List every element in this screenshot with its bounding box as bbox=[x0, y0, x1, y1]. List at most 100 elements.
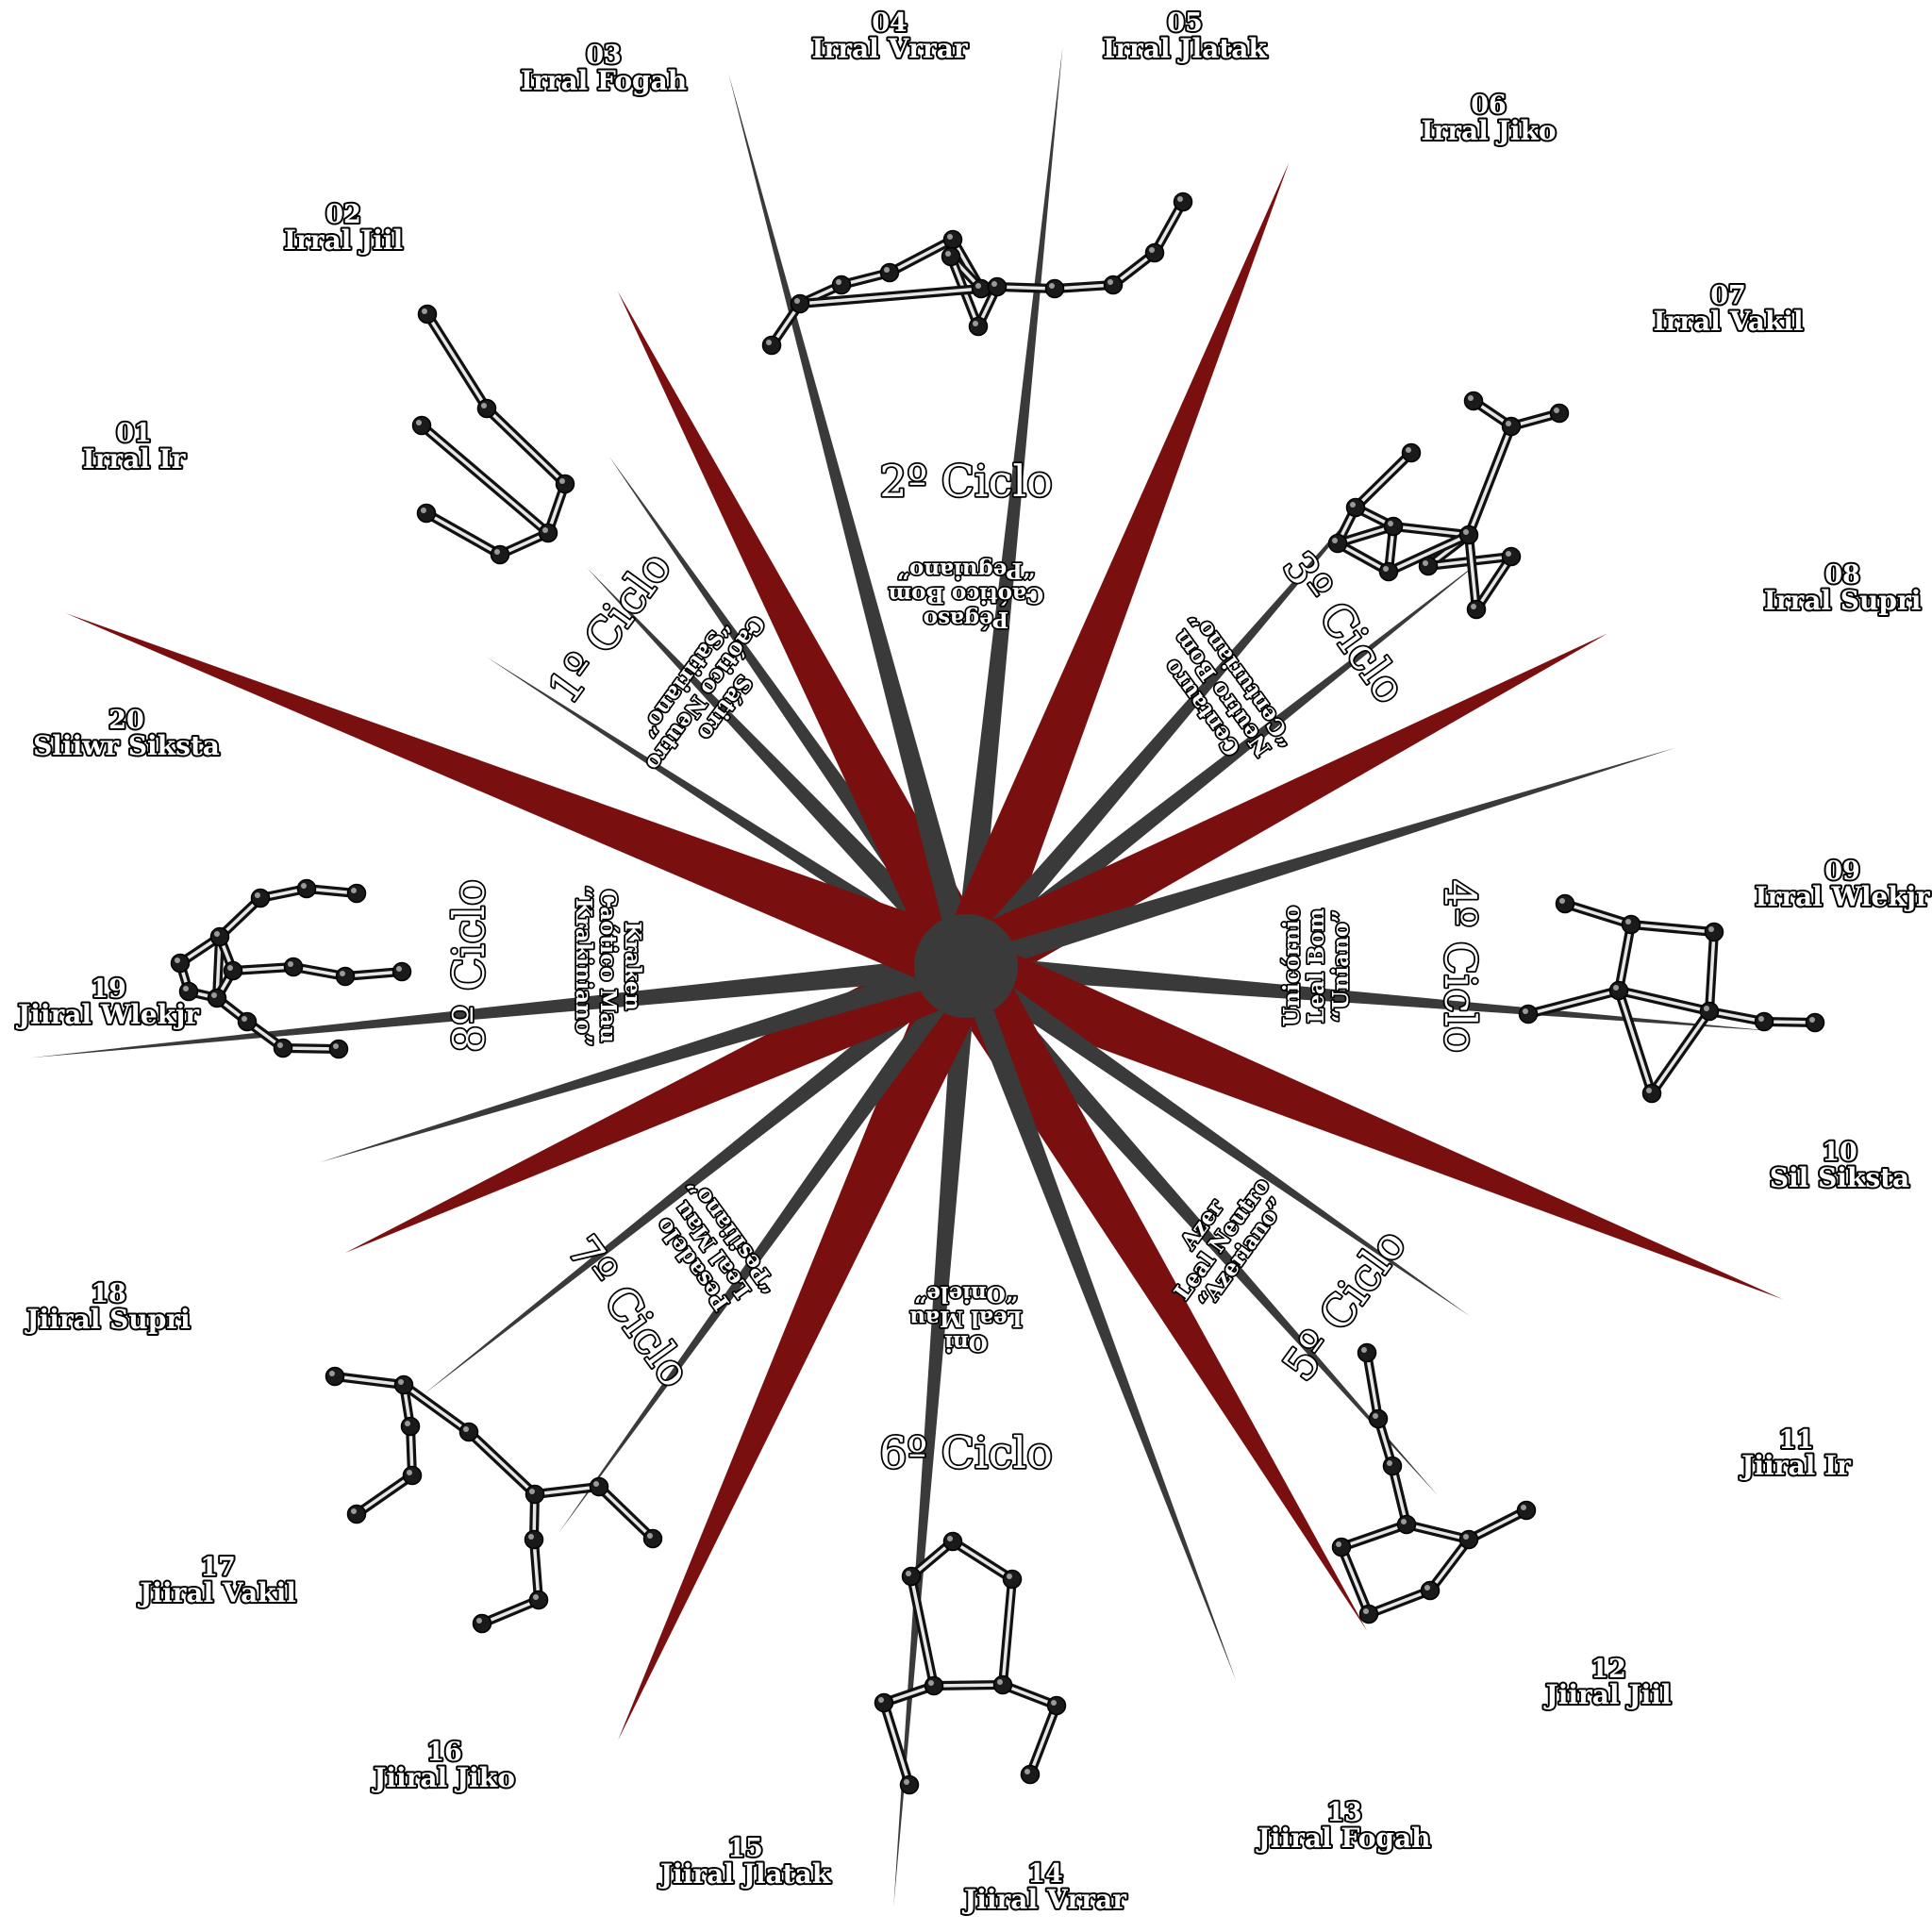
star-highlight bbox=[1383, 566, 1389, 572]
constellation-link-highlight bbox=[909, 1574, 936, 1688]
dark-ray bbox=[958, 958, 1439, 1496]
constellation-link-highlight bbox=[1336, 541, 1391, 574]
star-highlight bbox=[836, 279, 841, 285]
constellation-star bbox=[1463, 391, 1484, 411]
star-highlight bbox=[494, 549, 500, 555]
constellation-star bbox=[1378, 561, 1399, 582]
constellation-azer bbox=[1331, 1342, 1537, 1624]
star-highlight bbox=[1625, 919, 1631, 924]
star-highlight bbox=[1463, 529, 1469, 535]
star-highlight bbox=[647, 1533, 653, 1539]
sector-number: 04 bbox=[872, 8, 908, 38]
sector-name: Irral Vrrar bbox=[811, 33, 969, 64]
constellation-link-highlight bbox=[1391, 1464, 1408, 1526]
star-highlight bbox=[1108, 279, 1113, 285]
star-highlight bbox=[1373, 1413, 1378, 1419]
star-highlight bbox=[529, 1489, 535, 1494]
star-highlight bbox=[329, 1371, 335, 1376]
star-highlight bbox=[407, 1470, 412, 1475]
star-highlight bbox=[794, 298, 800, 304]
cycle-2-title: 2º Ciclo bbox=[879, 456, 1053, 507]
constellation-link-highlight bbox=[1053, 283, 1115, 291]
sector-name: Jiiral Jlatak bbox=[658, 1858, 831, 1890]
constellation-star bbox=[942, 229, 963, 250]
cycle-4-title: 4º Ciclo bbox=[1435, 879, 1486, 1053]
constellation-star bbox=[458, 1422, 479, 1442]
sector-number: 01 bbox=[116, 419, 152, 448]
star-highlight bbox=[175, 958, 180, 963]
sector-name: Sil Siksta bbox=[1770, 1162, 1909, 1193]
star-highlight bbox=[906, 1571, 911, 1576]
sector-name: Irral Supri bbox=[1764, 585, 1922, 616]
dark-ray bbox=[319, 955, 970, 1163]
dark-ray bbox=[962, 747, 1676, 977]
constellation-link-highlight bbox=[1650, 1009, 1711, 1095]
constellation-link-highlight bbox=[1336, 525, 1395, 545]
cycle-4-description: UnicórnioLeal Bom“Uniano” bbox=[1279, 906, 1354, 1026]
star-highlight bbox=[1387, 1460, 1392, 1466]
star-highlight bbox=[183, 986, 189, 991]
constellation-star bbox=[209, 926, 230, 947]
constellation-star bbox=[1458, 525, 1479, 545]
dark-ray bbox=[965, 955, 1775, 1031]
star-highlight bbox=[416, 420, 422, 425]
star-highlight bbox=[1177, 196, 1183, 202]
sector-number: 11 bbox=[1778, 1425, 1814, 1455]
cycle-description-line: “Uniano” bbox=[1328, 910, 1354, 1023]
constellation-link-highlight bbox=[1629, 923, 1716, 934]
cycle-description-line: “Oniele” bbox=[914, 1281, 1018, 1307]
star-highlight bbox=[1388, 521, 1393, 526]
constellation-link-highlight bbox=[932, 1683, 1005, 1688]
constellation-star bbox=[1549, 403, 1570, 424]
constellation-star bbox=[250, 888, 271, 908]
constellation-star bbox=[987, 276, 1008, 297]
constellation-star bbox=[538, 523, 558, 543]
constellation-star bbox=[1396, 1514, 1417, 1535]
star-highlight bbox=[1336, 1541, 1341, 1547]
star-highlight bbox=[1007, 1574, 1012, 1579]
star-highlight bbox=[878, 1697, 884, 1703]
cycle-6-description: OniLeal Mau“Oniele” bbox=[909, 1281, 1023, 1356]
constellation-pegasus bbox=[761, 192, 1193, 356]
star-highlight bbox=[928, 1680, 934, 1686]
star-highlight bbox=[1363, 1608, 1369, 1614]
star-highlight bbox=[1471, 604, 1476, 609]
star-highlight bbox=[1406, 447, 1411, 453]
constellation-link-highlight bbox=[1365, 1351, 1380, 1421]
constellation-link-highlight bbox=[1367, 1589, 1432, 1616]
dark-ray bbox=[959, 957, 1471, 1317]
constellation-link-highlight bbox=[1387, 533, 1471, 574]
star-highlight bbox=[1559, 898, 1565, 904]
constellation-star bbox=[1418, 556, 1439, 576]
constellation-star bbox=[879, 262, 900, 283]
star-highlight bbox=[422, 308, 427, 314]
constellation-star bbox=[901, 1566, 922, 1587]
sector-number: 18 bbox=[91, 1279, 126, 1308]
cycle-description-line: Caótico Mau bbox=[595, 890, 621, 1042]
star-highlight bbox=[884, 267, 890, 273]
star-highlight bbox=[214, 931, 220, 937]
sector-number: 17 bbox=[200, 1553, 236, 1582]
constellation-star bbox=[1501, 546, 1522, 567]
sector-name: Irral Jiko bbox=[1421, 115, 1556, 146]
red-ray bbox=[937, 162, 1290, 978]
constellation-star bbox=[1516, 1500, 1537, 1521]
dark-ray bbox=[558, 959, 974, 1533]
sector-name: Jiiral Jiil bbox=[1543, 1679, 1672, 1710]
star-highlight bbox=[1361, 1347, 1367, 1353]
constellation-star bbox=[1466, 599, 1487, 620]
star-highlight bbox=[405, 1421, 410, 1426]
star-highlight bbox=[1024, 1769, 1030, 1774]
star-highlight bbox=[991, 281, 997, 287]
constellation-star bbox=[942, 1531, 963, 1552]
star-highlight bbox=[351, 888, 357, 893]
constellation-star bbox=[1345, 497, 1366, 518]
constellation-star bbox=[346, 883, 367, 904]
star-highlight bbox=[766, 340, 772, 345]
constellation-star bbox=[1020, 1764, 1041, 1785]
constellation-star bbox=[1754, 1011, 1774, 1032]
cycle-3-description: CentauroNeutro Bom“Centuriano” bbox=[1144, 606, 1300, 780]
